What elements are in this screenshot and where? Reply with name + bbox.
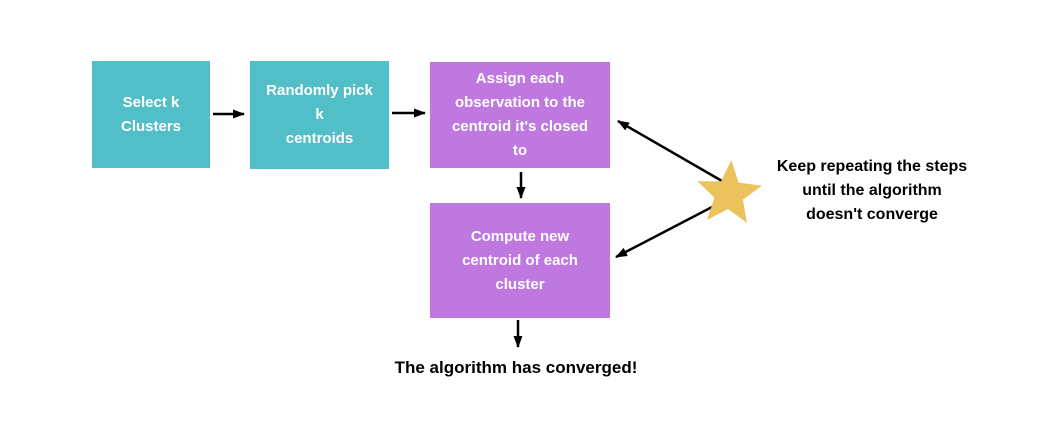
loop-note-text: Keep repeating the steps until the algor… xyxy=(776,158,968,223)
arrow-star-to-assign xyxy=(617,119,723,183)
node-select-k-clusters: Select k Clusters xyxy=(92,61,210,168)
arrow-star-to-compute xyxy=(615,204,715,259)
node-randomly-pick-centroids: Randomly pick k centroids xyxy=(250,61,389,169)
node-compute-new-centroid: Compute new centroid of each cluster xyxy=(430,203,610,318)
node-assign-each-observation: Assign each observation to the centroid … xyxy=(430,62,610,168)
converged-note-text: The algorithm has converged! xyxy=(394,358,638,377)
